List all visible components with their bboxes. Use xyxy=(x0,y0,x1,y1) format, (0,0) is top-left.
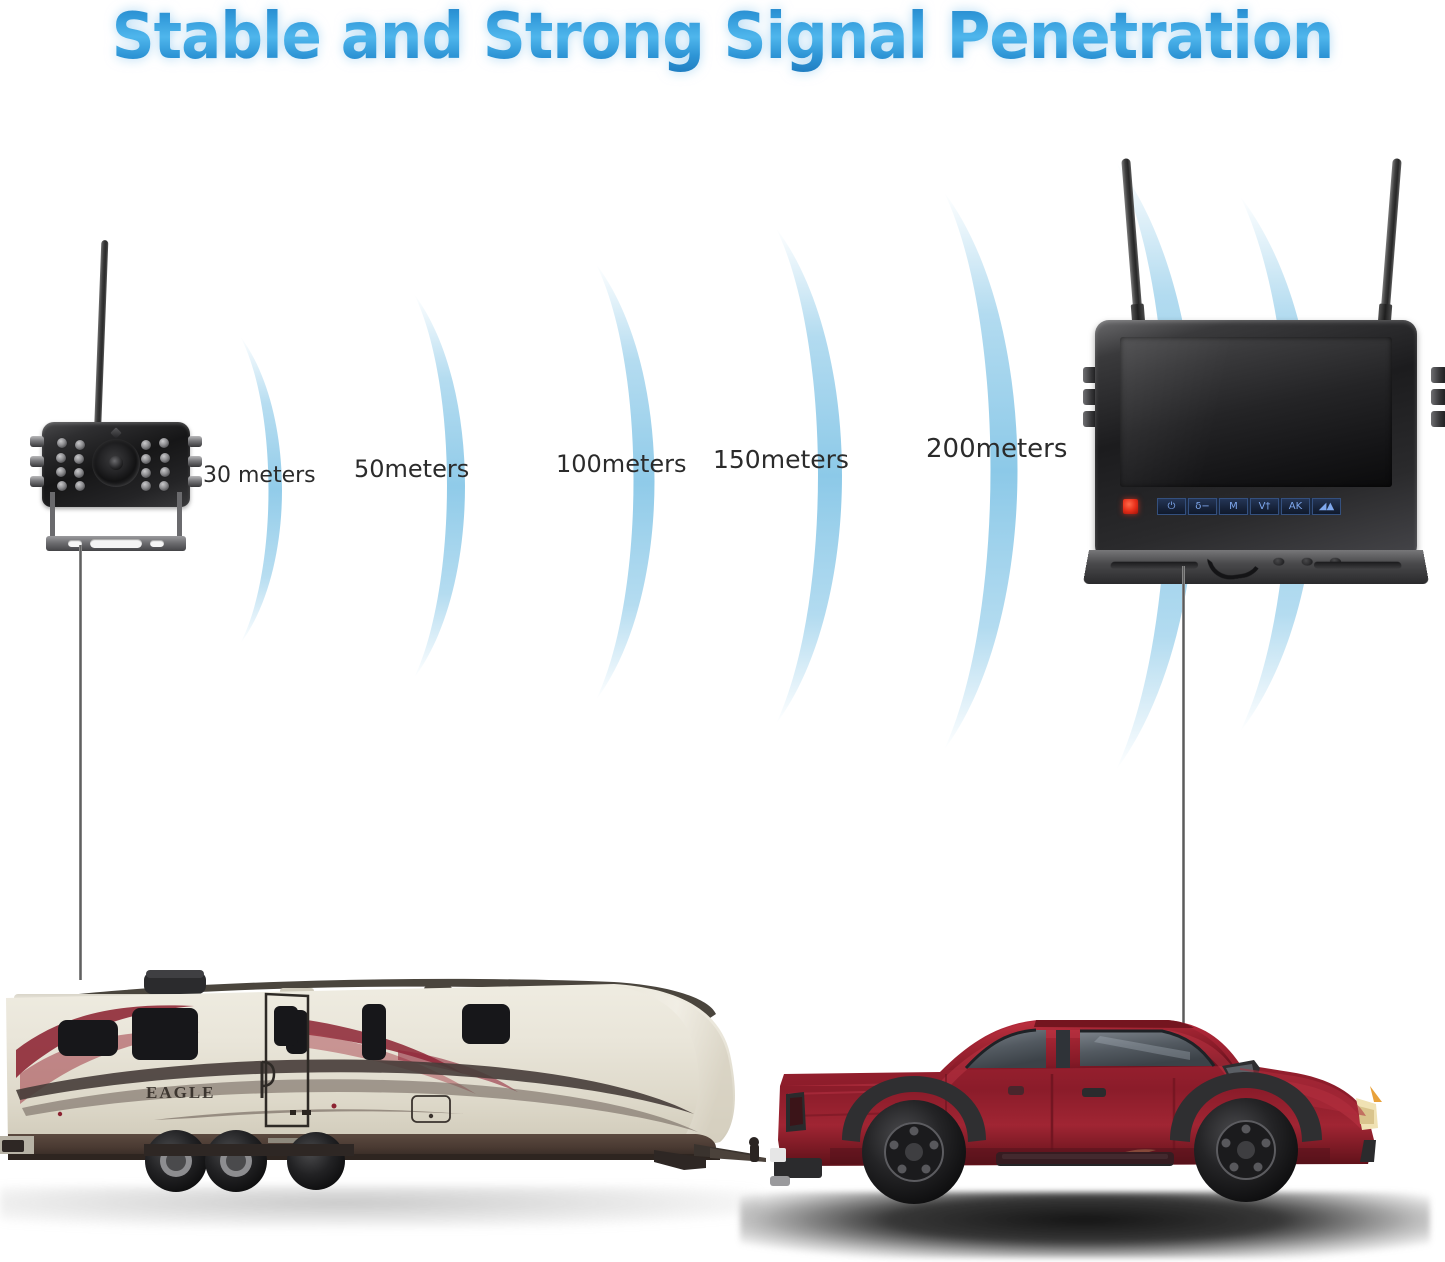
foot-screw xyxy=(1273,557,1285,566)
wireless-camera[interactable] xyxy=(24,236,214,556)
distance-label-200: 200meters xyxy=(926,434,1068,464)
camera-body xyxy=(30,422,202,507)
monitor-button-bar[interactable]: ⏻ δ− M V† AK ◢▲ xyxy=(1157,498,1341,515)
trailer-brand-text: EAGLE xyxy=(146,1083,216,1102)
ir-led xyxy=(141,454,151,464)
page-title: Stable and Strong Signal Penetration xyxy=(51,0,1395,76)
pickup-truck xyxy=(770,990,1390,1235)
wireless-monitor[interactable]: ⏻ δ− M V† AK ◢▲ xyxy=(1082,152,1445,584)
monitor-right-connectors xyxy=(1431,367,1445,439)
camera-screw xyxy=(30,476,44,487)
trailer-ground-shadow xyxy=(0,1186,760,1228)
volume-down-button[interactable]: δ− xyxy=(1188,498,1217,515)
ir-led xyxy=(74,454,84,464)
foot-vent xyxy=(1110,561,1199,569)
monitor-housing: ⏻ δ− M V† AK ◢▲ xyxy=(1095,320,1417,560)
distance-label-50: 50meters xyxy=(354,455,470,483)
ir-led xyxy=(141,468,151,478)
connector-knob xyxy=(1431,389,1445,405)
bracket-slot xyxy=(90,539,142,548)
camera-led-grid-right xyxy=(139,438,177,492)
foot-vent xyxy=(1313,561,1402,569)
ir-led xyxy=(57,481,67,491)
ir-led xyxy=(75,481,85,491)
monitor-antenna-right-icon xyxy=(1377,158,1402,327)
camera-screw xyxy=(30,436,44,447)
power-button[interactable]: ⏻ xyxy=(1157,498,1186,515)
ir-led xyxy=(75,440,85,450)
travel-trailer: EAGLE xyxy=(0,958,784,1213)
signal-arc-30 xyxy=(232,330,342,650)
monitor-mount-foot xyxy=(1082,550,1430,584)
signal-arc-100 xyxy=(588,258,728,706)
truck-ground-shadow xyxy=(740,1192,1430,1258)
power-indicator-led xyxy=(1123,499,1138,514)
monitor-antenna-left-icon xyxy=(1121,158,1146,327)
foot-screw xyxy=(1301,557,1313,566)
volume-up-button[interactable]: V† xyxy=(1250,498,1279,515)
camera-lens-icon xyxy=(92,438,140,487)
camera-led-grid-left xyxy=(55,438,93,492)
bracket-hole xyxy=(68,540,82,547)
bracket-hole xyxy=(150,540,164,547)
auto-button[interactable]: AK xyxy=(1281,498,1310,515)
ir-led xyxy=(56,453,66,463)
ir-led xyxy=(160,453,170,463)
camera-antenna-icon xyxy=(94,240,109,433)
signal-arc-50 xyxy=(406,288,531,684)
ir-led xyxy=(141,440,151,450)
monitor-screen[interactable] xyxy=(1120,337,1392,487)
signal-arc-200 xyxy=(936,186,1106,756)
ir-led xyxy=(57,438,67,448)
ir-led xyxy=(74,468,84,478)
mount-hook-icon xyxy=(1207,551,1267,583)
camera-screw xyxy=(188,476,202,487)
monitor-mast-pole xyxy=(1182,566,1185,1036)
brightness-button[interactable]: ◢▲ xyxy=(1312,498,1341,515)
distance-label-30: 30 meters xyxy=(203,463,316,488)
camera-screw xyxy=(188,456,202,467)
ir-led xyxy=(159,438,169,448)
connector-knob xyxy=(1431,411,1445,427)
menu-button[interactable]: M xyxy=(1219,498,1248,515)
camera-mast-pole xyxy=(79,545,82,980)
signal-arc-150 xyxy=(768,222,923,730)
ir-led xyxy=(141,481,151,491)
distance-label-150: 150meters xyxy=(713,445,849,474)
distance-label-100: 100meters xyxy=(556,450,687,478)
ir-led xyxy=(160,467,170,477)
camera-screw xyxy=(30,456,44,467)
connector-knob xyxy=(1431,367,1445,383)
trailer-wheel xyxy=(287,1132,345,1190)
camera-screw xyxy=(188,436,202,447)
camera-bracket-base xyxy=(46,536,186,551)
camera-microphone-icon xyxy=(110,427,122,439)
ir-led xyxy=(159,481,169,491)
ir-led xyxy=(56,467,66,477)
